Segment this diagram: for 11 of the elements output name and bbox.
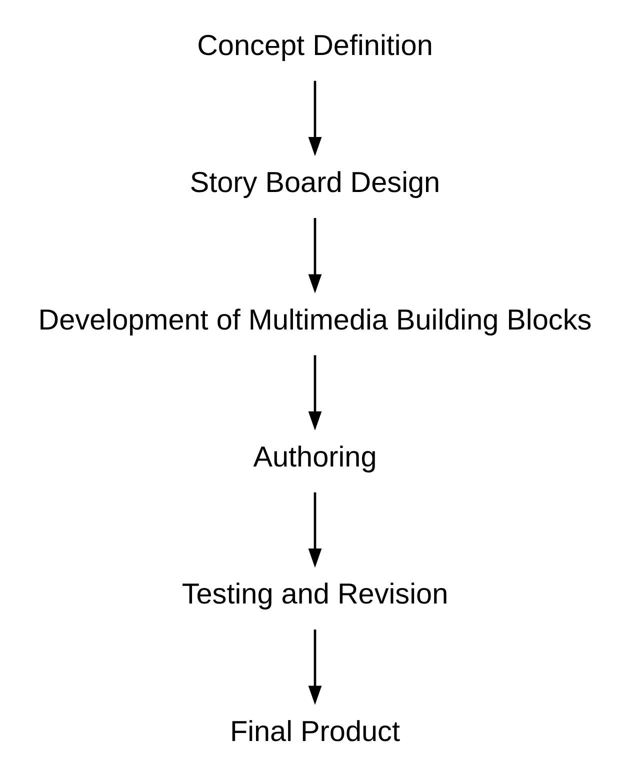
- arrow: [308, 630, 322, 705]
- arrow: [308, 80, 322, 156]
- arrow: [308, 218, 322, 294]
- node-text: Development of Multimedia Building Blocks: [38, 304, 592, 336]
- node-text: Final Product: [230, 716, 400, 748]
- node-text: Testing and Revision: [182, 578, 448, 611]
- node-text: Authoring: [253, 441, 377, 474]
- arrow: [308, 492, 322, 568]
- node-text: Concept Definition: [197, 30, 433, 62]
- arrow: [308, 355, 322, 431]
- node-text: Story Board Design: [190, 167, 440, 200]
